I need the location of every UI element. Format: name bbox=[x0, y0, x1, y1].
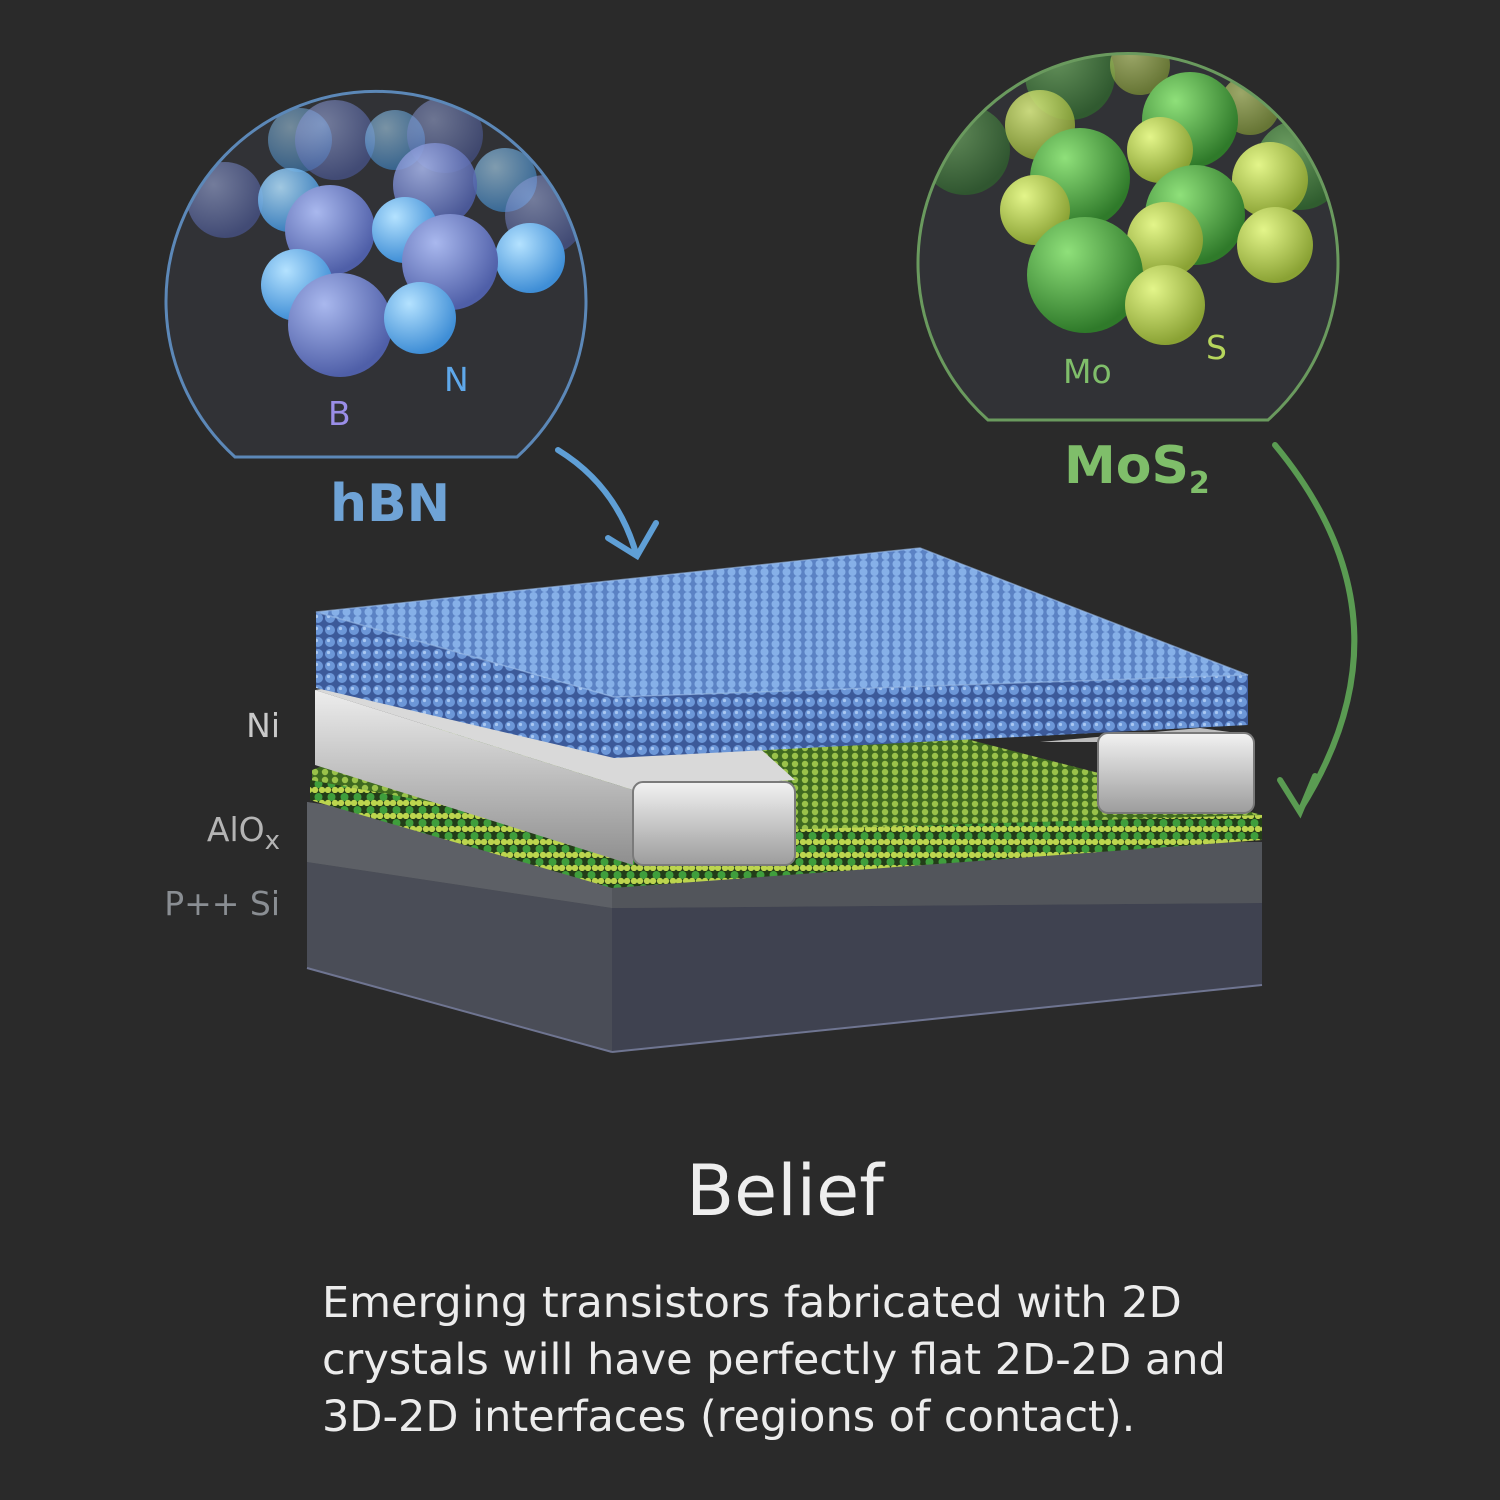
alox-label-base: AlO bbox=[206, 810, 265, 849]
hbn-layer bbox=[315, 547, 1249, 758]
mos2-inset bbox=[916, 51, 1340, 422]
mos2-material-base: MoS bbox=[1064, 436, 1189, 496]
si-layer-label: P++ Si bbox=[164, 884, 280, 923]
mos2-material-label: MoS2 bbox=[1064, 436, 1210, 501]
caption-title: Belief bbox=[686, 1150, 884, 1232]
alox-layer-label: AlOx bbox=[120, 810, 280, 856]
hbn-material-label: hBN bbox=[330, 474, 451, 534]
hbn-arrow bbox=[555, 447, 659, 561]
alox-label-subscript: x bbox=[264, 826, 280, 856]
molybdenum-atom-label: Mo bbox=[1063, 352, 1112, 391]
mos2-material-subscript: 2 bbox=[1188, 466, 1210, 501]
sulfur-atom-label: S bbox=[1206, 328, 1227, 367]
caption-body: Emerging transistors fabricated with 2D … bbox=[322, 1278, 1226, 1442]
nitrogen-atom-label: N bbox=[444, 360, 469, 399]
ni-layer-label: Ni bbox=[246, 706, 280, 745]
ni-contact-right bbox=[1040, 728, 1255, 814]
boron-atom-label: B bbox=[328, 394, 351, 433]
mos2-arrow bbox=[1272, 442, 1358, 819]
hbn-inset bbox=[164, 89, 588, 459]
si-substrate bbox=[306, 862, 1263, 1053]
